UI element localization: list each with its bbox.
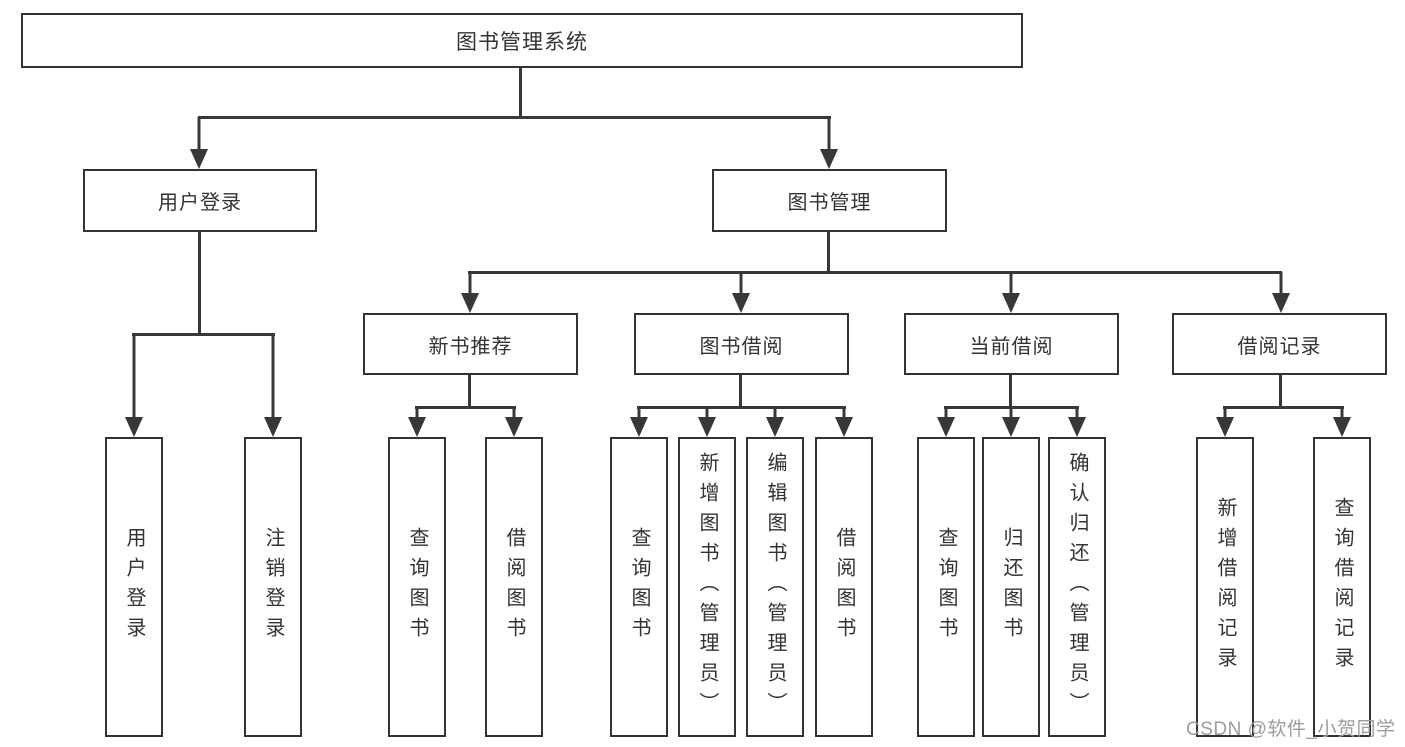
- connector-login-drop: [198, 232, 201, 335]
- node-borrow-book-rec: 借阅图书: [485, 437, 543, 737]
- arrow-to-query-book-borrow: [630, 407, 648, 437]
- connector-root-drop: [519, 68, 522, 118]
- node-query-book-current: 查询图书: [917, 437, 975, 737]
- node-query-book-rec: 查询图书: [388, 437, 446, 737]
- connector-branch-newbookrec: [415, 406, 516, 409]
- arrow-to-current-borrow: [1002, 272, 1020, 313]
- node-query-borrow-record: 查询借阅记录: [1313, 437, 1371, 737]
- arrow-to-query-borrow-record: [1333, 407, 1351, 437]
- connector-branch-borrowrecord: [1223, 406, 1344, 409]
- node-logout-login: 注销登录: [244, 437, 302, 737]
- arrow-to-return-book: [1002, 407, 1020, 437]
- node-borrowing-records: 借阅记录: [1172, 313, 1387, 375]
- connector-bookmgmt-drop: [827, 232, 830, 273]
- node-borrow-book-borrow: 借阅图书: [815, 437, 873, 737]
- arrow-to-new-book-rec: [461, 272, 479, 313]
- arrow-to-add-borrow-record: [1216, 407, 1234, 437]
- node-book-management: 图书管理: [712, 169, 947, 232]
- arrow-to-edit-book-admin: [766, 407, 784, 437]
- arrow-to-logout: [264, 334, 282, 437]
- connector-branch-level1: [198, 116, 831, 119]
- connector-currentborrow-drop: [1009, 375, 1012, 407]
- arrow-to-book-borrow: [732, 272, 750, 313]
- node-book-borrowing: 图书借阅: [634, 313, 849, 375]
- connector-branch-login: [132, 333, 275, 336]
- connector-branch-bookborrow: [637, 406, 846, 409]
- node-user-login-group: 用户登录: [83, 169, 317, 232]
- arrow-to-borrow-record: [1272, 272, 1290, 313]
- arrow-to-query-book-rec: [408, 407, 426, 437]
- arrow-to-query-book-current: [937, 407, 955, 437]
- arrow-to-user-login: [125, 334, 143, 437]
- node-return-book: 归还图书: [982, 437, 1040, 737]
- node-query-book-borrow: 查询图书: [610, 437, 668, 737]
- connector-bookborrow-drop: [739, 375, 742, 407]
- connector-branch-level2: [468, 271, 1282, 274]
- node-library-management-system: 图书管理系统: [21, 13, 1023, 68]
- connector-borrowrecord-drop: [1279, 375, 1282, 407]
- arrow-to-borrow-book-borrow: [835, 407, 853, 437]
- arrow-to-borrow-book-rec: [505, 407, 523, 437]
- node-user-login: 用户登录: [105, 437, 163, 737]
- node-edit-book-admin: 编辑图书（管理员）: [746, 437, 804, 737]
- arrow-to-book-management: [820, 117, 838, 169]
- arrow-to-add-book-admin: [698, 407, 716, 437]
- csdn-watermark: CSDN @软件_小贺同学: [1186, 719, 1396, 740]
- node-add-borrow-record: 新增借阅记录: [1196, 437, 1254, 737]
- node-current-borrowing: 当前借阅: [904, 313, 1119, 375]
- arrow-to-user-login-group: [190, 117, 208, 169]
- node-new-book-recommend: 新书推荐: [363, 313, 578, 375]
- node-add-book-admin: 新增图书（管理员）: [678, 437, 736, 737]
- connector-newbookrec-drop: [468, 375, 471, 407]
- node-confirm-return-admin: 确认归还（管理员）: [1048, 437, 1106, 737]
- arrow-to-confirm-return: [1068, 407, 1086, 437]
